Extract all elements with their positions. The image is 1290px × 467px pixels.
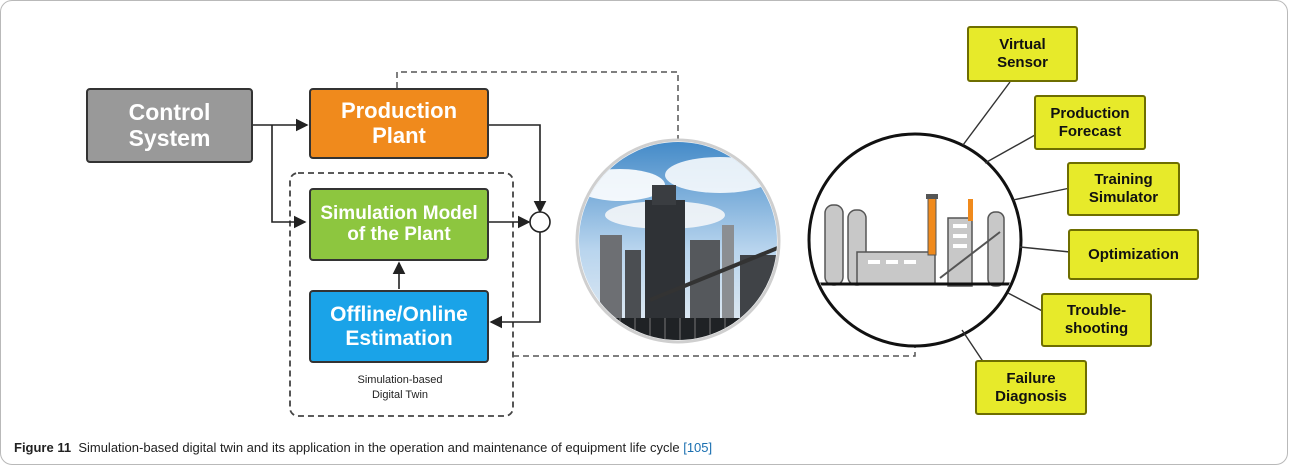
arrow-comparator-to-estimation xyxy=(489,232,541,329)
estimation-block: Offline/Online Estimation xyxy=(309,290,489,363)
diagram-connectors xyxy=(252,71,1071,417)
arrow-control-to-model xyxy=(271,125,307,229)
application-troubleshooting: Trouble- shooting xyxy=(1041,293,1152,347)
digital-twin-boundary xyxy=(289,172,514,417)
industrial-plant-photo xyxy=(575,138,781,344)
application-virtual-sensor: Virtual Sensor xyxy=(967,26,1078,82)
comparator-node xyxy=(529,211,551,233)
arrow-plant-to-comparator xyxy=(488,124,547,214)
application-optimization: Optimization xyxy=(1068,229,1199,280)
figure-caption: Figure 11 Simulation-based digital twin … xyxy=(14,440,712,455)
control-system-block: Control System xyxy=(86,88,253,163)
citation-link[interactable]: [105] xyxy=(683,440,713,455)
plant-photo-link xyxy=(396,71,679,142)
figure-label: Figure 11 xyxy=(14,440,72,455)
twin-application-link xyxy=(513,342,916,357)
application-training-simulator: Training Simulator xyxy=(1067,162,1180,216)
plant-schematic-icon xyxy=(807,132,1023,348)
caption-text: Simulation-based digital twin and its ap… xyxy=(78,440,680,455)
production-plant-block: Production Plant xyxy=(309,88,489,159)
application-failure-diagnosis: Failure Diagnosis xyxy=(975,360,1087,415)
simulation-model-block: Simulation Model of the Plant xyxy=(309,188,489,261)
digital-twin-label: Simulation-based Digital Twin xyxy=(357,374,443,401)
application-production-forecast: Production Forecast xyxy=(1034,95,1146,150)
